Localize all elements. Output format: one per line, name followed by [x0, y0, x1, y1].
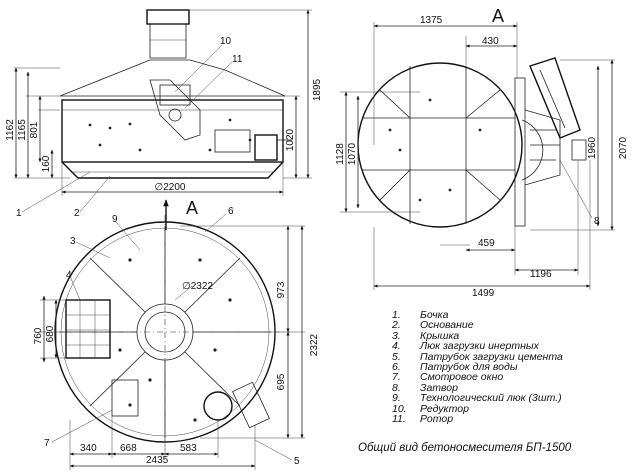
legend-item: 3.Крышка — [392, 329, 460, 342]
dim-1162: 1162 — [5, 119, 16, 141]
dim-430: 430 — [482, 36, 499, 47]
drum-body — [61, 99, 284, 163]
dim-668: 668 — [120, 443, 137, 454]
water-pipe — [254, 134, 278, 161]
callout-10: 10 — [220, 36, 232, 47]
drum-circle — [357, 62, 523, 228]
callout-3: 3 — [70, 236, 76, 247]
dim-1499: 1499 — [472, 288, 495, 299]
dim-1960: 1960 — [587, 136, 598, 159]
arrow-a-label: A — [186, 198, 198, 218]
callout-1: 1 — [16, 208, 22, 219]
dim-160: 160 — [41, 155, 52, 172]
lid-outline — [59, 59, 286, 97]
aggregate-hatch — [65, 299, 111, 359]
dim-2435: 2435 — [146, 455, 169, 466]
callout-5: 5 — [294, 456, 300, 467]
dim-695: 695 — [276, 373, 287, 390]
legend-item: 8.Затвор — [392, 381, 458, 394]
dim-973: 973 — [276, 281, 287, 298]
callout-8: 8 — [594, 216, 600, 227]
dim-2200: ∅2200 — [155, 182, 186, 193]
dim-1165: 1165 — [17, 119, 28, 141]
inspection-window — [111, 379, 139, 417]
legend-item: 1.Бочка — [392, 309, 449, 321]
legend-item: 2.Основание — [392, 319, 474, 332]
dim-459: 459 — [478, 238, 495, 249]
dim-340: 340 — [80, 443, 97, 454]
dim-1128: 1128 — [335, 143, 346, 165]
dim-1020: 1020 — [285, 128, 296, 151]
callout-4: 4 — [66, 270, 72, 281]
dim-2322: 2322 — [309, 333, 320, 356]
drawing-caption: Общий вид бетоносмесителя БП-1500 — [358, 442, 572, 454]
dim-2070: 2070 — [618, 136, 629, 159]
view-a-label: A — [492, 6, 504, 26]
callout-7: 7 — [44, 438, 50, 449]
callout-6: 6 — [228, 206, 234, 217]
gearbox-cap — [146, 9, 190, 25]
legend-item: 4.Люк загрузки инертных — [392, 340, 539, 353]
dim-801: 801 — [29, 121, 40, 138]
legend-item: 10.Редуктор — [392, 402, 469, 415]
dim-1895: 1895 — [312, 78, 323, 101]
plan-view — [40, 213, 305, 470]
legend-item: 5.Патрубок загрузки цемента — [392, 350, 563, 363]
front-view — [14, 9, 312, 230]
legend-item: 11.Ротор — [392, 413, 454, 426]
callout-11: 11 — [232, 54, 243, 65]
parts-legend: 1.Бочка 2.Основание 3.Крышка 4.Люк загру… — [392, 309, 563, 426]
base-frame — [61, 161, 284, 179]
dim-1375: 1375 — [420, 15, 443, 26]
dim-1196: 1196 — [530, 269, 552, 280]
dim-680: 680 — [45, 325, 56, 342]
callout-2: 2 — [74, 208, 80, 219]
gate-actuator — [529, 57, 581, 139]
dim-2322-diameter: ∅2322 — [182, 281, 213, 292]
legend-item: 7.Смотровое окно — [392, 371, 504, 384]
legend-item: 6.Патрубок для воды — [392, 361, 518, 374]
cement-inlet — [203, 391, 233, 421]
top-view — [340, 22, 615, 290]
dim-1070: 1070 — [347, 142, 358, 165]
dim-760: 760 — [33, 327, 44, 344]
legend-item: 9.Технологический люк (3шт.) — [392, 392, 562, 405]
callout-9: 9 — [112, 214, 118, 225]
gearbox-body — [149, 23, 187, 59]
dim-583: 583 — [180, 443, 197, 454]
